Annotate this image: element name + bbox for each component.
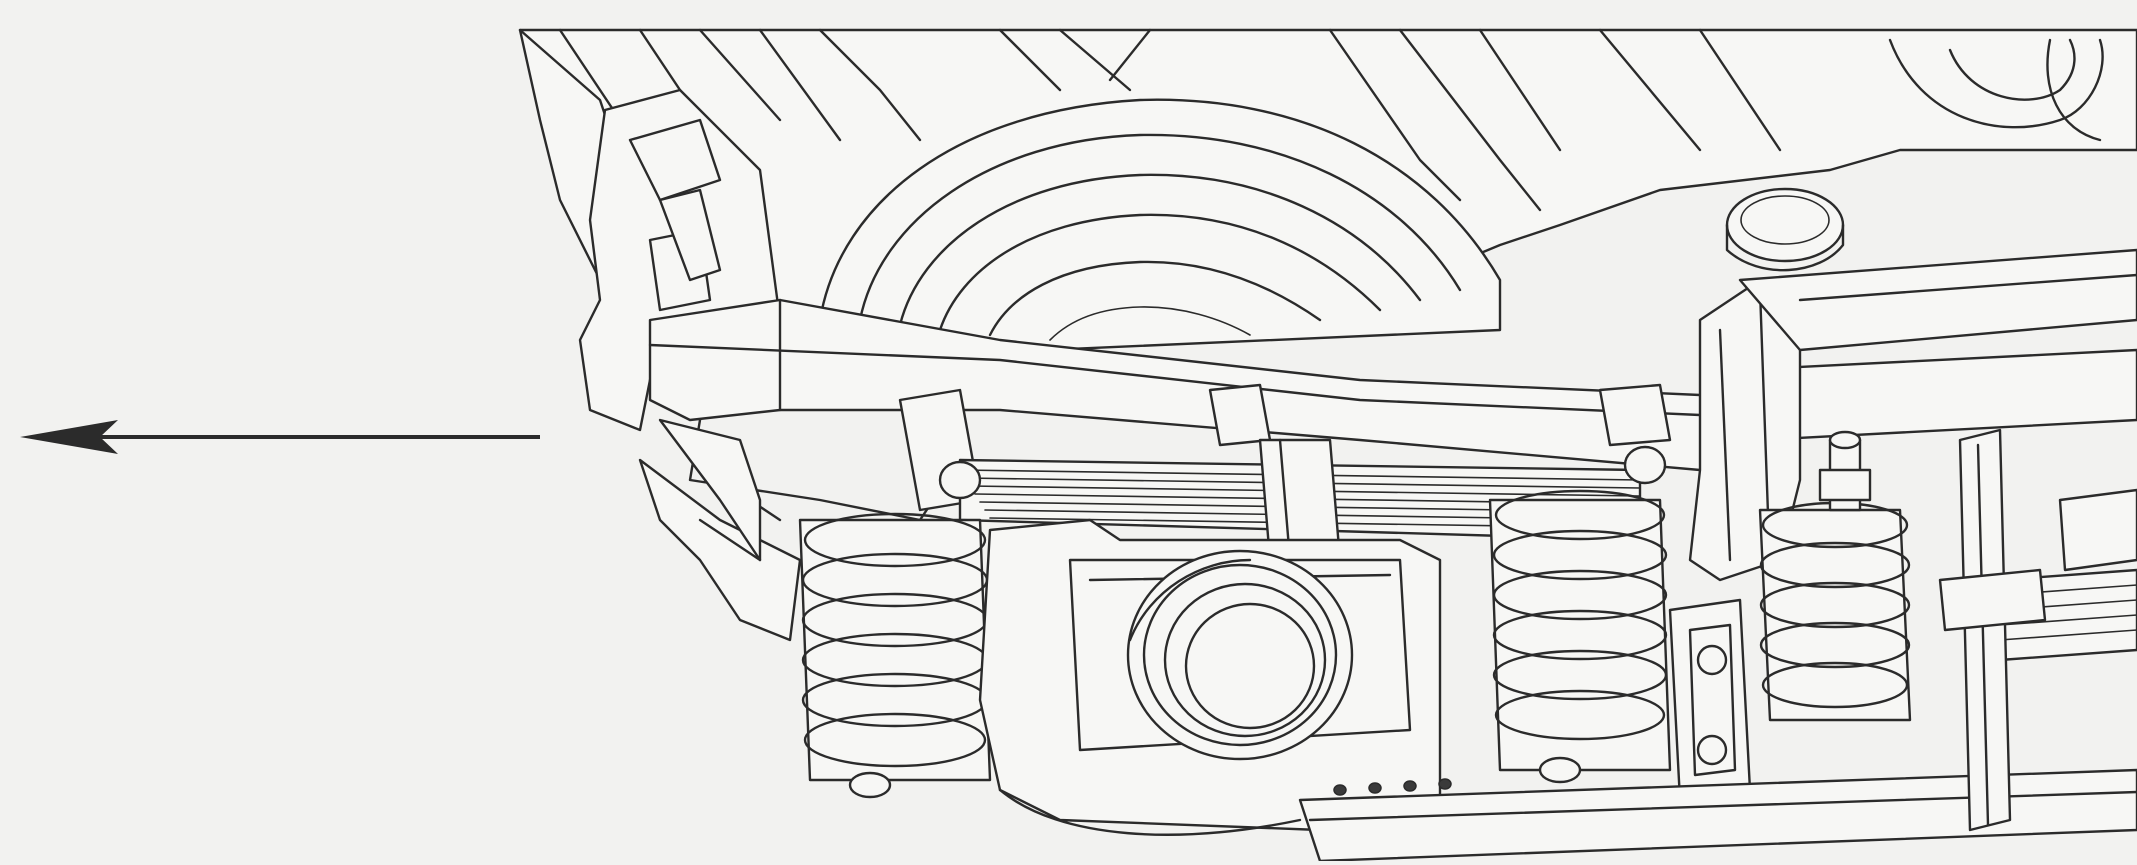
wheel [818, 98, 1502, 362]
spring-link [1668, 598, 1752, 802]
left-end-block [578, 88, 802, 642]
coil-spring-left [798, 512, 992, 799]
vertical-bracket [1688, 248, 2137, 582]
axle-box [978, 518, 1442, 836]
coil-spring-middle [1488, 489, 1672, 784]
coil-spring-right [1758, 430, 1912, 722]
vertical-damper [1938, 428, 2137, 832]
direction-arrow-icon [20, 420, 540, 454]
leaf-spring [938, 438, 1667, 562]
